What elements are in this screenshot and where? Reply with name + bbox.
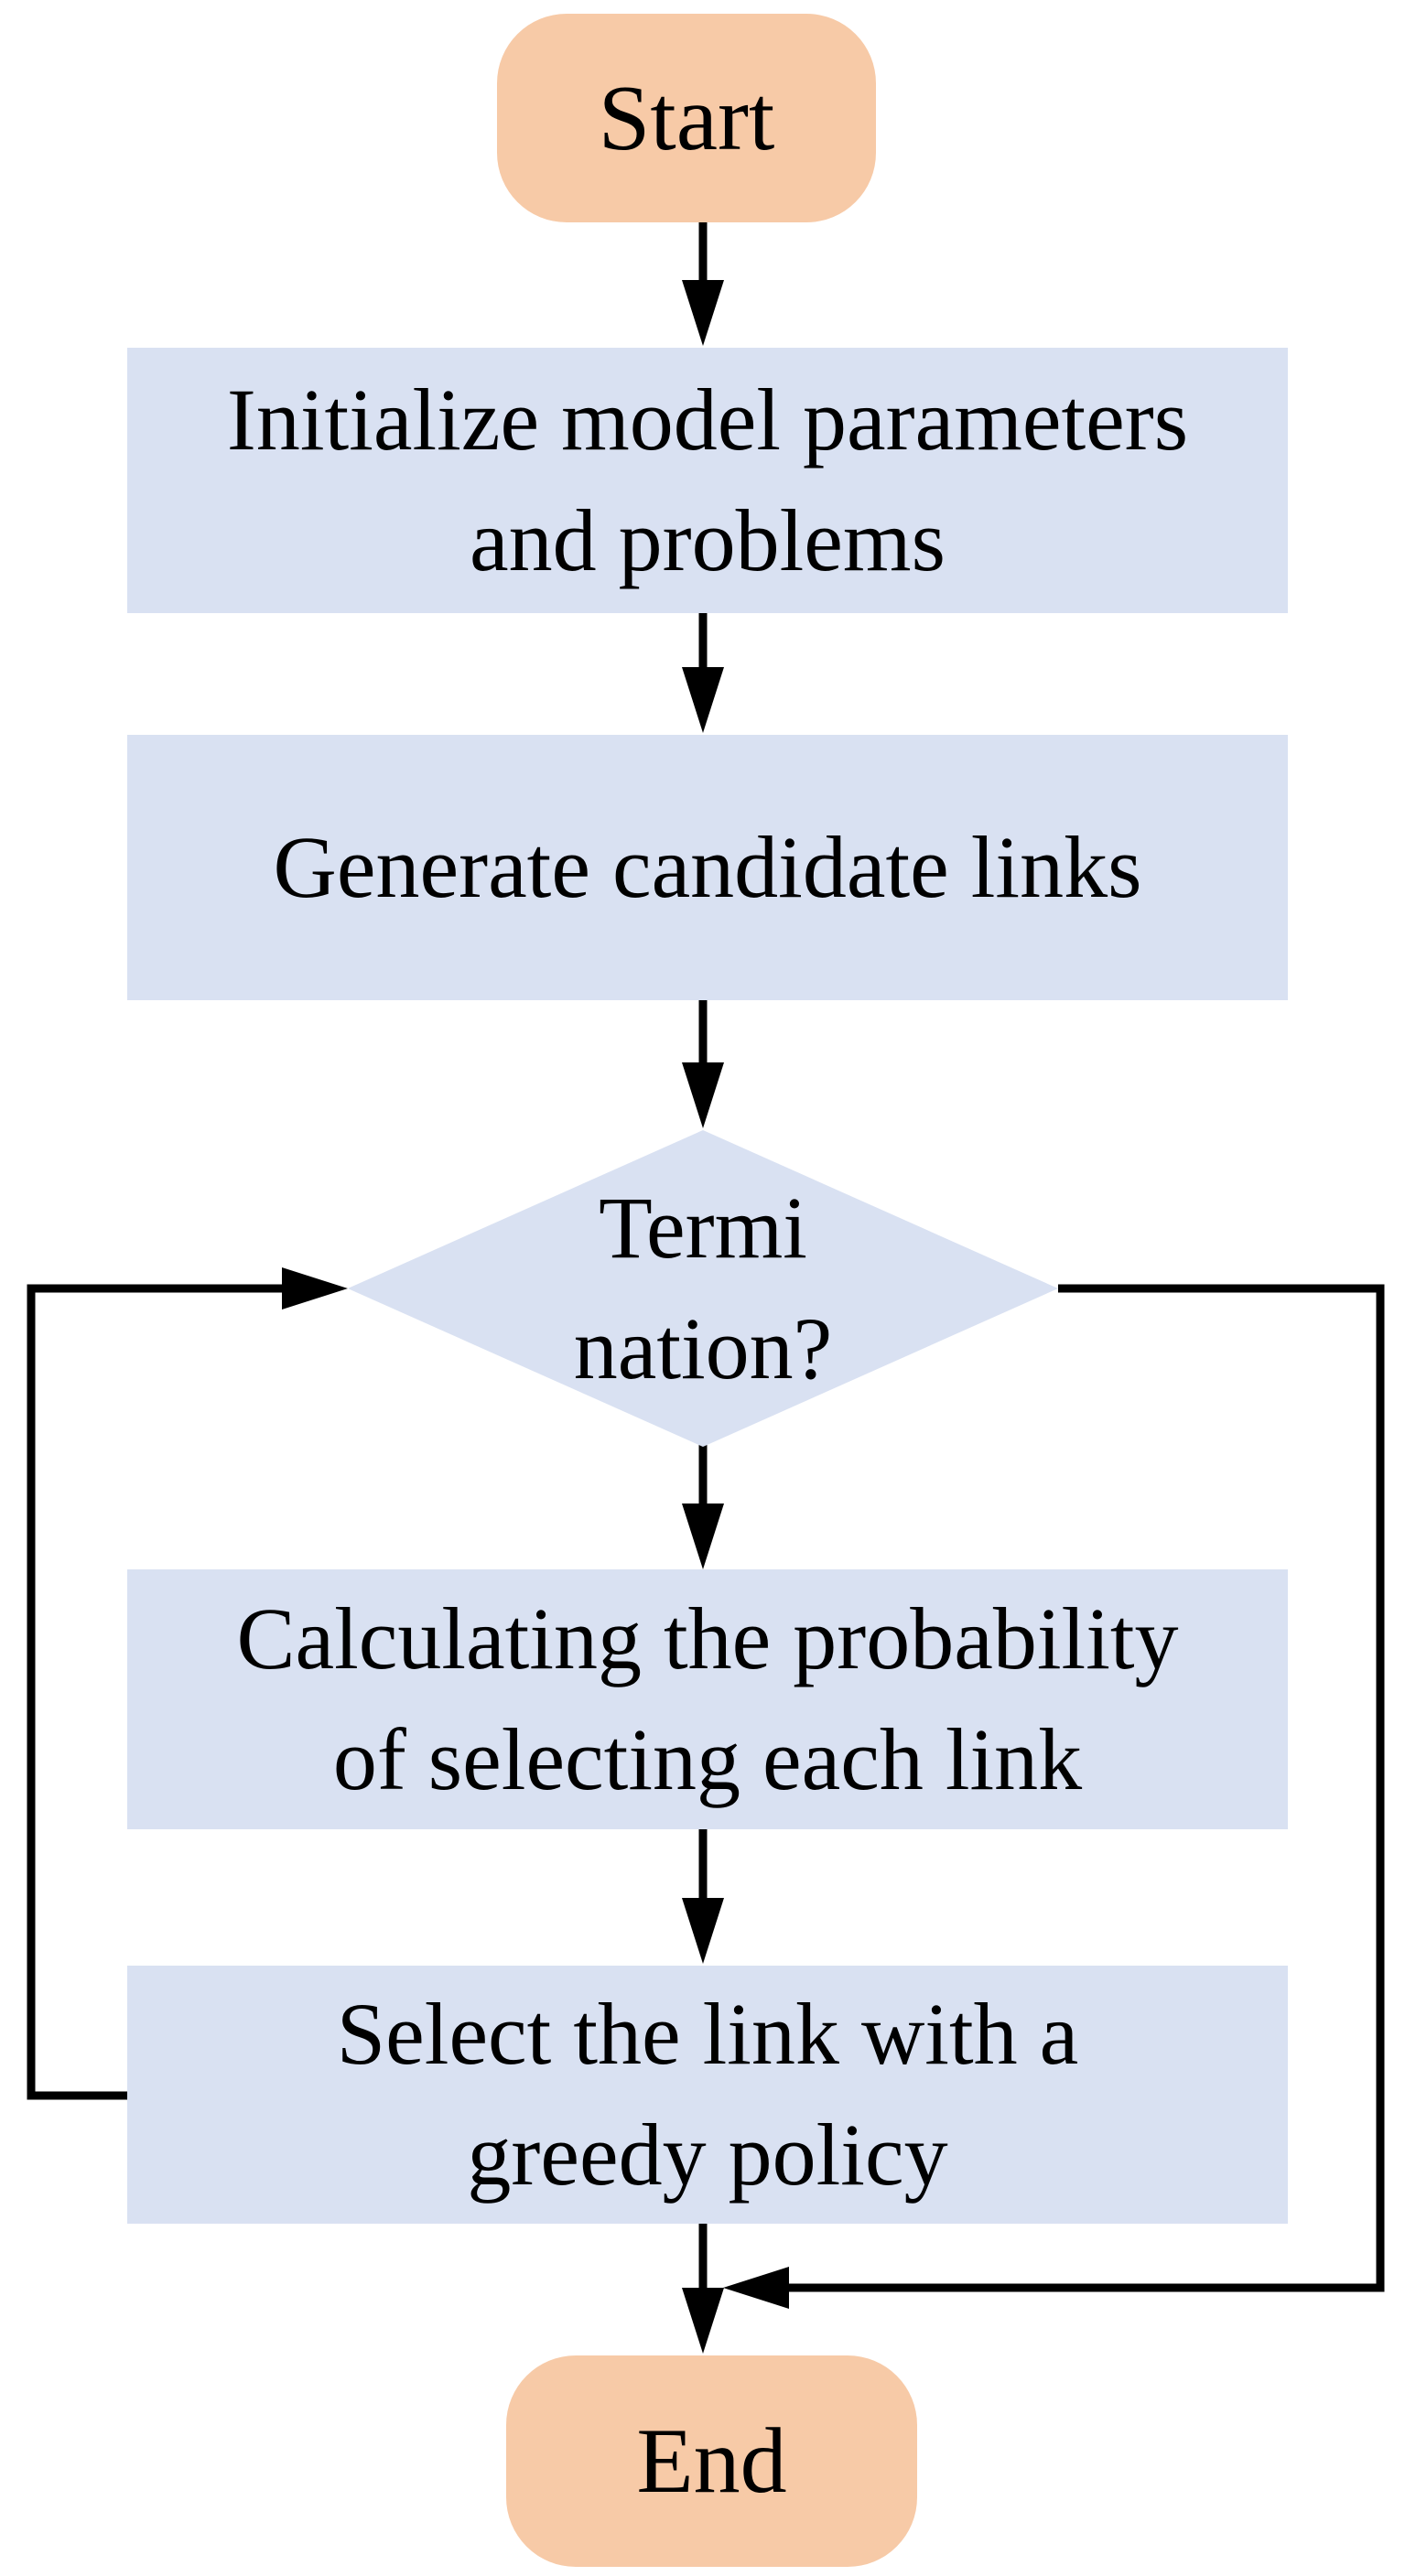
node-end-label: End	[636, 2409, 787, 2513]
node-generate: Generate candidate links	[127, 735, 1288, 1000]
decision-diamond	[348, 1130, 1058, 1447]
arrowhead-down-2	[682, 667, 724, 733]
node-probability-label: Calculating the probability of selecting…	[236, 1589, 1179, 1808]
node-initialize-label: Initialize model parameters and problems	[226, 370, 1189, 589]
node-select: Select the link with a greedy policy	[127, 1966, 1288, 2224]
arrowhead-down-6	[682, 2288, 724, 2354]
arrowhead-down-5	[682, 1898, 724, 1964]
node-generate-label: Generate candidate links	[273, 817, 1142, 916]
node-probability: Calculating the probability of selecting…	[127, 1569, 1288, 1829]
arrowhead-down-3	[682, 1062, 724, 1128]
arrowhead-left-loop-entry	[723, 2267, 789, 2309]
node-start-label: Start	[598, 66, 775, 170]
node-termination-label: Termi nation?	[573, 1178, 833, 1397]
node-start: Start	[497, 14, 876, 222]
edge-select-termination-loop	[27, 1284, 286, 2100]
node-select-label: Select the link with a greedy policy	[336, 1984, 1079, 2204]
arrowhead-down-4	[682, 1504, 724, 1569]
arrowhead-down-1	[682, 280, 724, 346]
node-initialize: Initialize model parameters and problems	[127, 348, 1288, 613]
node-end: End	[506, 2355, 917, 2567]
arrowhead-right-loop-entry	[282, 1267, 348, 1310]
edge-termination-end-loop	[787, 1284, 1385, 2292]
